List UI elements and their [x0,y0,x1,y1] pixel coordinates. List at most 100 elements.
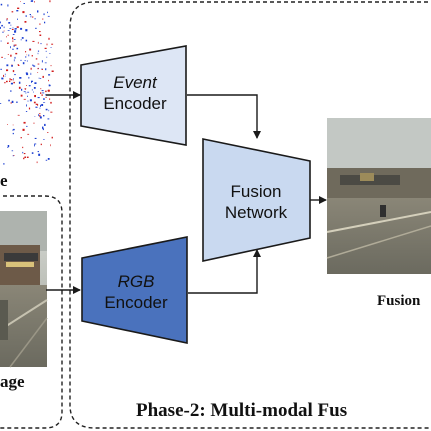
event-dot [11,150,14,152]
event-dot [11,11,14,13]
event-dot [35,58,38,60]
event-dot [34,143,37,145]
event-dot [30,72,32,75]
event-dot [13,44,15,47]
event-dot [37,151,39,153]
event-dot [7,124,8,125]
event-dot [6,64,9,67]
event-dot [26,104,27,107]
event-dot [4,82,6,84]
event-dot [33,91,34,93]
rgb-to-fusion-arrow [188,249,261,294]
event-dot [43,139,45,140]
event-dot [34,18,36,20]
event-dot [31,81,32,83]
event-dot [13,128,15,131]
event-dot [45,90,47,93]
event-dot [12,129,15,131]
event-dot [25,29,28,32]
event-dot [45,159,48,161]
event-dot [21,88,23,91]
event-dot [7,147,9,148]
event-encoder-label-line1: Event [113,73,157,92]
event-dot [20,27,23,30]
event-dot [11,64,13,66]
event-dot [32,40,35,42]
event-dot [31,152,34,154]
event-to-fusion-arrow [187,94,261,139]
rgb-encoder-label-line1: RGB [117,272,155,291]
event-dot [39,31,41,33]
event-dot [8,22,11,24]
event-dot [30,67,32,70]
event-dot [43,115,45,117]
event-dot [28,54,30,57]
event-dot [41,90,44,92]
event-dot [18,81,21,84]
event-dot [49,0,51,3]
fusion-network-label-line1: Fusion [230,182,282,201]
event-dot [28,76,30,79]
event-dot [17,64,19,66]
fusion-output-caption: Fusion [377,293,421,309]
event-dot [42,92,45,94]
event-dot [23,98,26,100]
event-dot [11,64,13,67]
event-dot [35,103,38,105]
event-encoder-label: Event Encoder [83,72,187,114]
event-dot [51,43,54,45]
event-dot [10,102,12,104]
event-dot [31,89,33,91]
event-dot [22,128,25,131]
fusion-network-block [202,138,311,262]
event-dot [44,62,47,64]
event-dot [23,121,26,124]
event-dot [13,78,14,80]
event-dot [12,37,14,40]
event-dot [25,111,28,112]
event-dot [14,28,17,30]
event-dot [34,144,35,147]
event-dot [48,84,51,87]
event-dot [44,47,47,49]
event-dot [27,95,28,97]
event-dot [17,18,18,20]
event-dot [24,88,26,90]
event-dot [0,68,2,70]
event-dot [41,104,44,106]
event-dot [38,77,40,79]
event-dot [13,44,16,46]
event-dot [7,34,9,36]
event-dot [25,51,27,53]
rgb-encoder-label-line2: Encoder [104,293,168,312]
event-dot [31,0,34,2]
event-dot [37,10,39,13]
event-dot [43,98,45,100]
event-dot [25,39,28,42]
event-dot [33,122,35,124]
event-dot [27,156,29,158]
event-dot [12,124,14,126]
event-dot [25,92,27,94]
event-dot [38,113,41,114]
event-dot [42,128,44,131]
event-dot [12,27,14,29]
rgb-image [0,211,48,368]
event-dot [27,133,30,135]
event-dot [16,10,19,12]
event-dot [16,101,18,103]
event-dot [12,132,14,135]
event-dot [10,82,13,85]
event-dot [41,94,43,96]
event-dot [1,77,4,80]
event-dot [48,79,49,82]
rgb-image-caption: age [0,372,25,391]
event-dot [48,74,51,76]
event-dot [51,70,54,72]
phase-1-dashed-box [0,195,63,429]
event-dot [3,30,5,32]
event-dot [13,81,15,84]
event-dot [16,26,19,28]
event-dot [41,69,43,70]
event-dot [44,21,46,24]
